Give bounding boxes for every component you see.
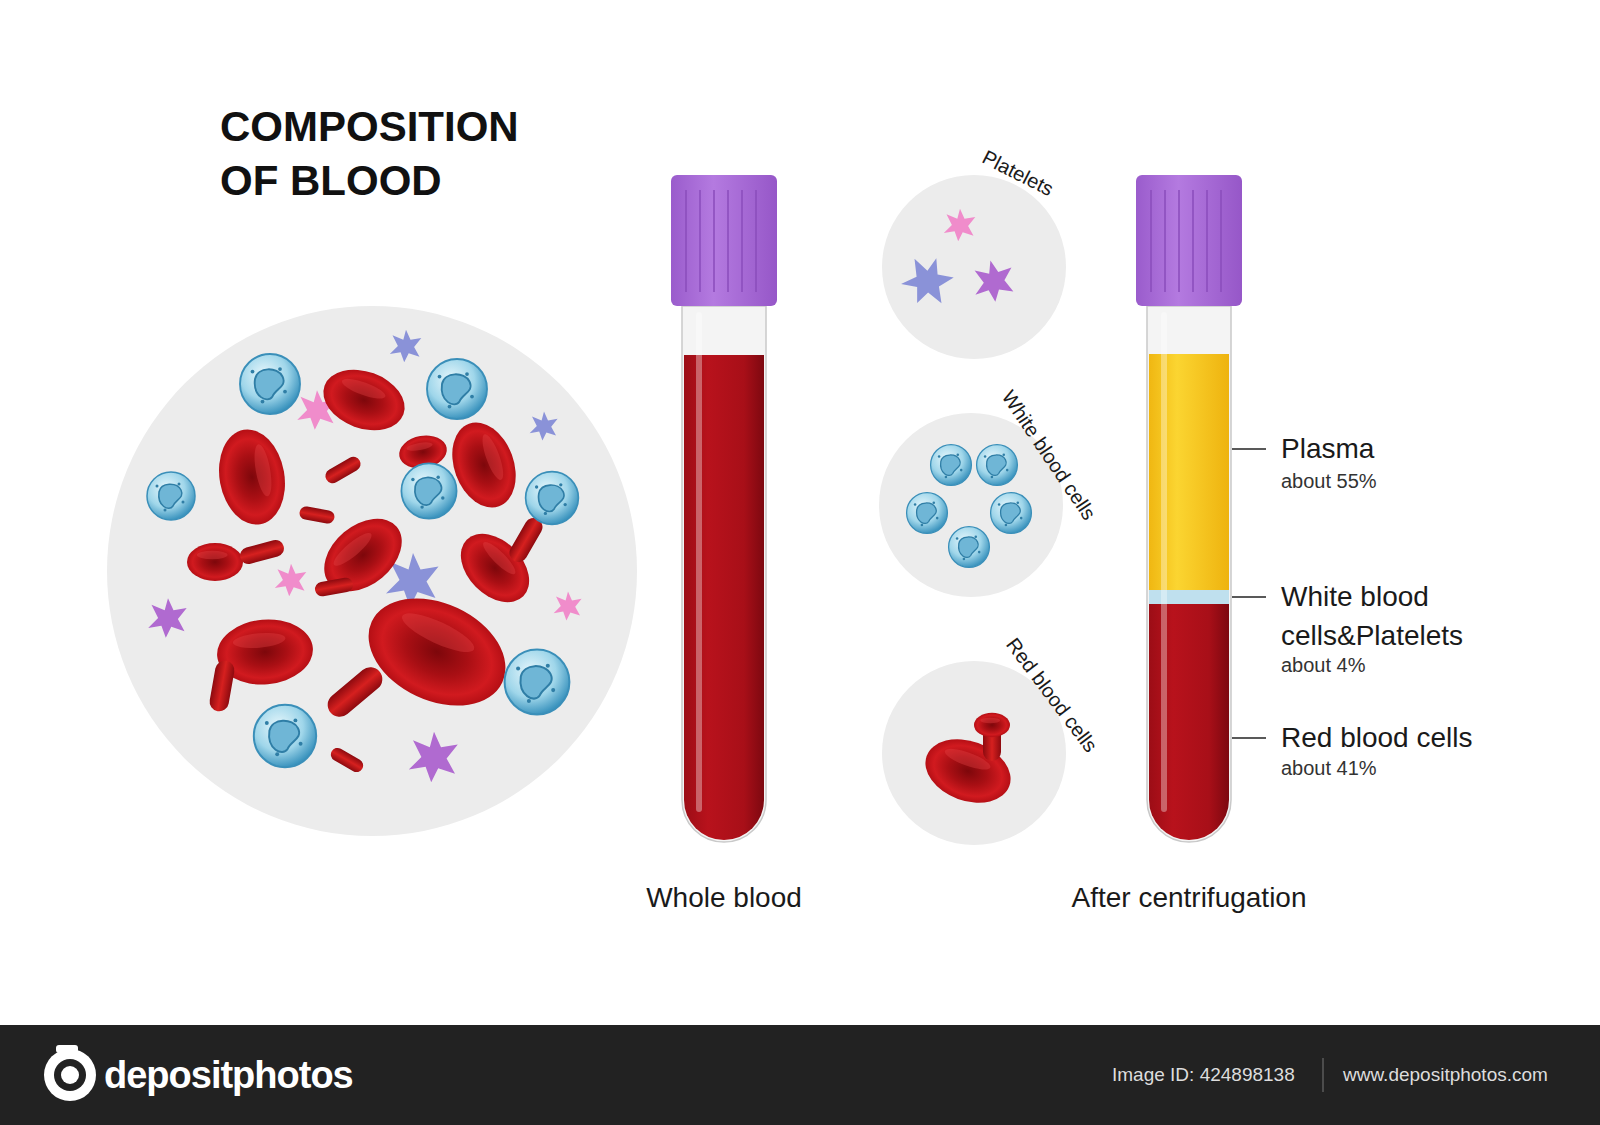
cell-circle-shape: [882, 175, 1066, 359]
cell-circle: Red blood cells: [882, 661, 1066, 845]
tube-caption: Whole blood: [642, 879, 806, 917]
tube-caption: After centrifugation: [1067, 879, 1310, 917]
layer-name: Plasma: [1281, 432, 1374, 466]
cell-circle: Platelets: [882, 175, 1066, 359]
layer-percent: about 41%: [1281, 756, 1377, 780]
image-id: Image ID: 424898138: [1112, 1063, 1295, 1087]
tube-caption: Whole blood: [646, 881, 802, 915]
layer-percent: about 4%: [1281, 653, 1366, 677]
title: COMPOSITION OF BLOOD: [220, 100, 560, 208]
cell-circle: White blood cells: [879, 413, 1063, 597]
layer-name: Red blood cells: [1281, 721, 1472, 755]
site-url: www.depositphotos.com: [1343, 1063, 1548, 1087]
tube-caption: After centrifugation: [1071, 881, 1306, 915]
layer-percent: about 55%: [1281, 469, 1377, 493]
layer-name: White blood cells&Platelets: [1281, 577, 1521, 655]
logo-text: depositphotos: [104, 1052, 353, 1098]
